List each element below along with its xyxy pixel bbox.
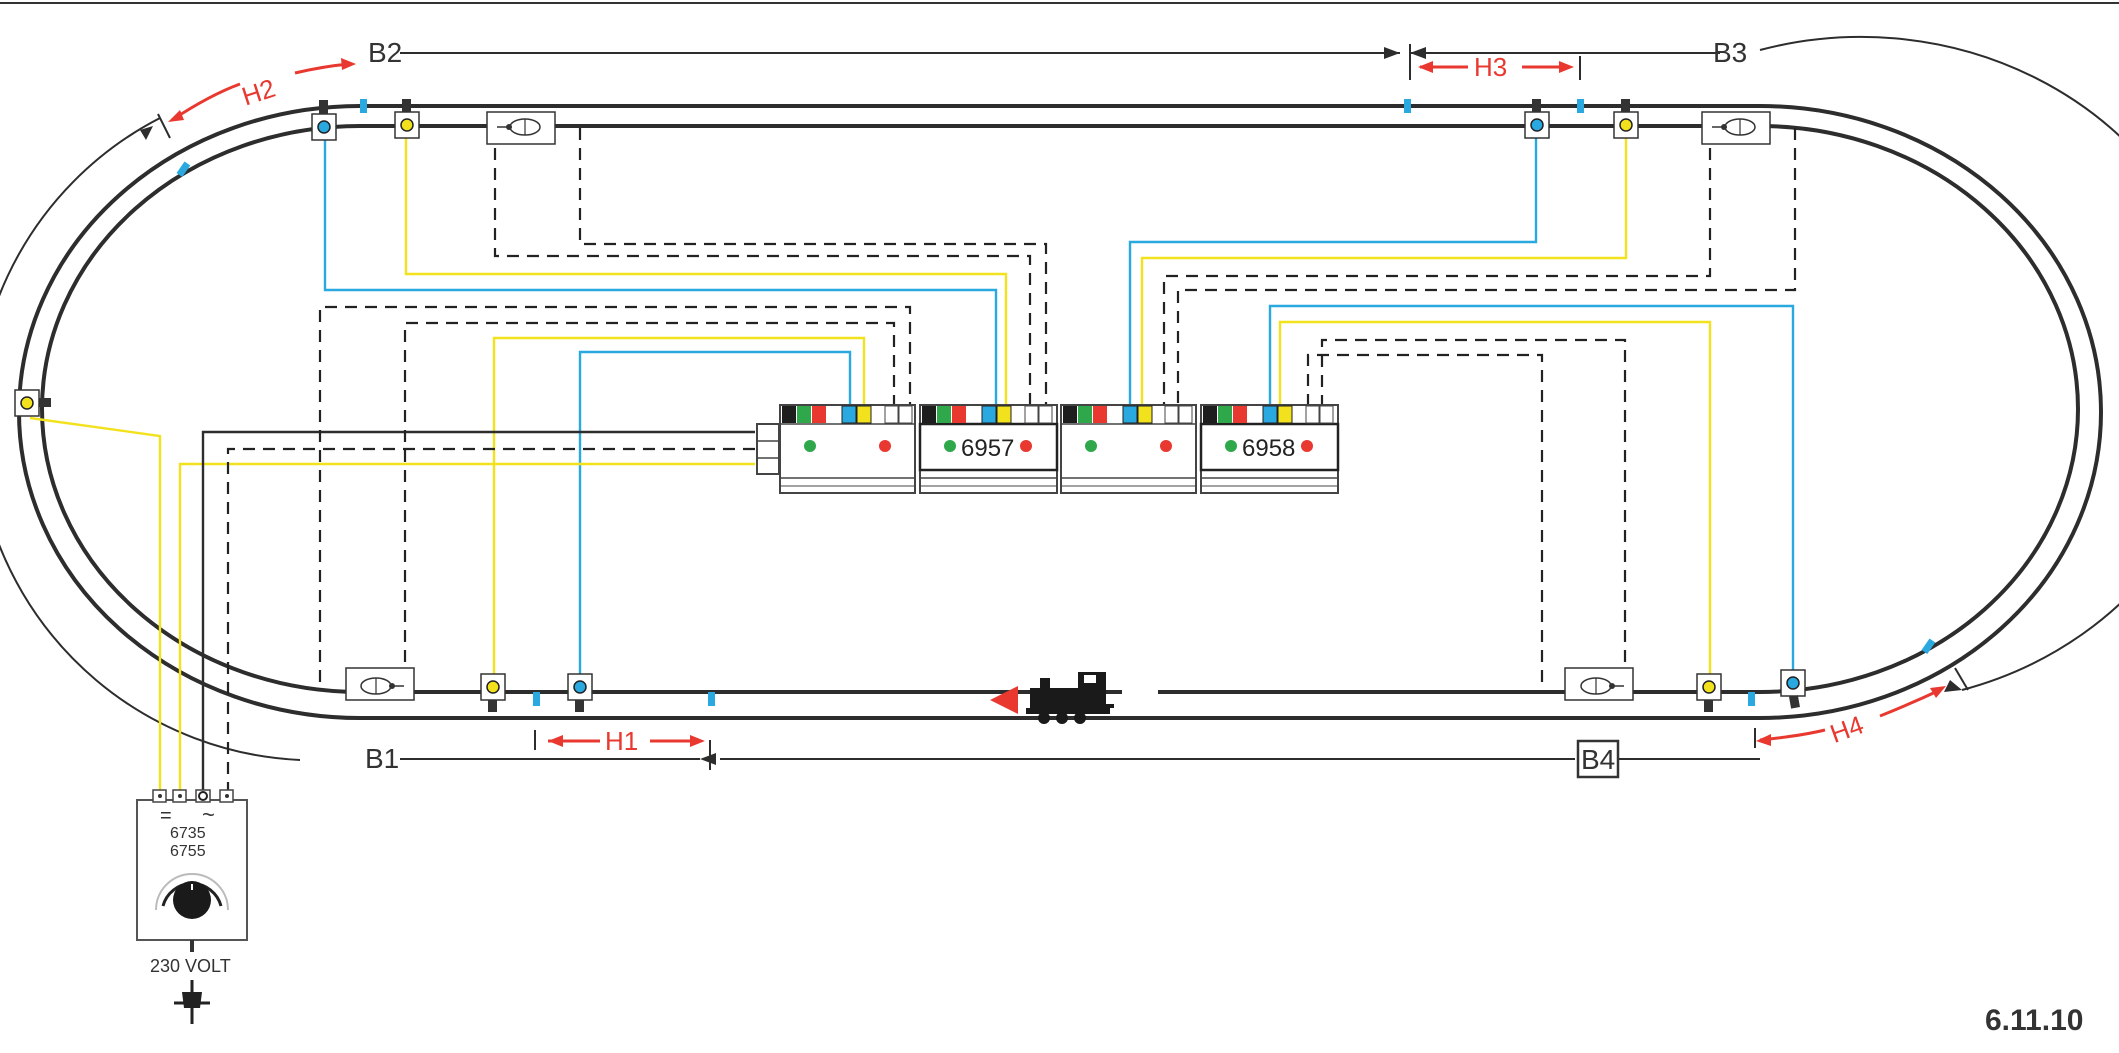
signal-yellow-icon <box>14 389 51 417</box>
signal-blue-icon <box>1780 669 1806 709</box>
signal-yellow-icon <box>1696 673 1722 712</box>
label-b4: B4 <box>1581 744 1615 775</box>
label-h4: H4 <box>1826 709 1868 749</box>
signal-blue-icon <box>567 673 593 712</box>
label-h2: H2 <box>238 73 279 112</box>
label-b1: B1 <box>365 743 399 774</box>
module-1 <box>779 404 916 494</box>
plug-icon <box>174 980 210 1024</box>
knob-icon <box>155 873 229 919</box>
track-contacts <box>176 99 1936 706</box>
transformer-number-1: 6735 <box>170 825 206 842</box>
transformer-number-2: 6755 <box>170 843 206 860</box>
dc-symbol: = <box>160 805 172 827</box>
voltage-label: 230 VOLT <box>150 956 231 976</box>
uncoupler-icon <box>486 111 556 145</box>
power-wire <box>201 430 755 790</box>
module-2: 6957 <box>918 404 1059 494</box>
block-boundary-line <box>0 35 2119 770</box>
locomotive-icon <box>990 672 1158 724</box>
uncoupler-icon <box>1701 111 1771 145</box>
yellow-wires <box>29 128 1712 790</box>
signals <box>14 99 1806 712</box>
page-code: 6.11.10 <box>1985 1004 2083 1037</box>
ac-symbol: ~ <box>202 802 215 827</box>
b4-box <box>1576 739 1620 779</box>
signal-yellow-icon <box>480 673 506 712</box>
transformer: = ~ 6735 6755 230 VOLT <box>136 789 248 1024</box>
module-3 <box>1060 404 1197 494</box>
signal-yellow-icon <box>1613 99 1639 139</box>
control-modules: 6957 <box>756 404 1340 494</box>
label-h1: H1 <box>605 726 638 756</box>
track-oval <box>17 104 2103 720</box>
blue-wires <box>323 128 1795 690</box>
module-4-label: 6958 <box>1242 435 1295 462</box>
uncoupler-icon <box>1564 667 1634 701</box>
uncouplers <box>345 111 1771 701</box>
signal-blue-icon <box>311 100 337 141</box>
h-sections <box>168 58 1946 747</box>
label-h3: H3 <box>1474 52 1507 82</box>
label-b2: B2 <box>368 37 402 68</box>
signal-blue-icon <box>1524 99 1550 139</box>
module-4: 6958 <box>1199 404 1340 494</box>
module-2-label: 6957 <box>961 435 1014 462</box>
top-border <box>0 2 2119 4</box>
label-b3: B3 <box>1713 37 1747 68</box>
signal-yellow-icon <box>394 99 420 139</box>
dashed-wires <box>226 128 1797 790</box>
uncoupler-icon <box>345 667 415 701</box>
